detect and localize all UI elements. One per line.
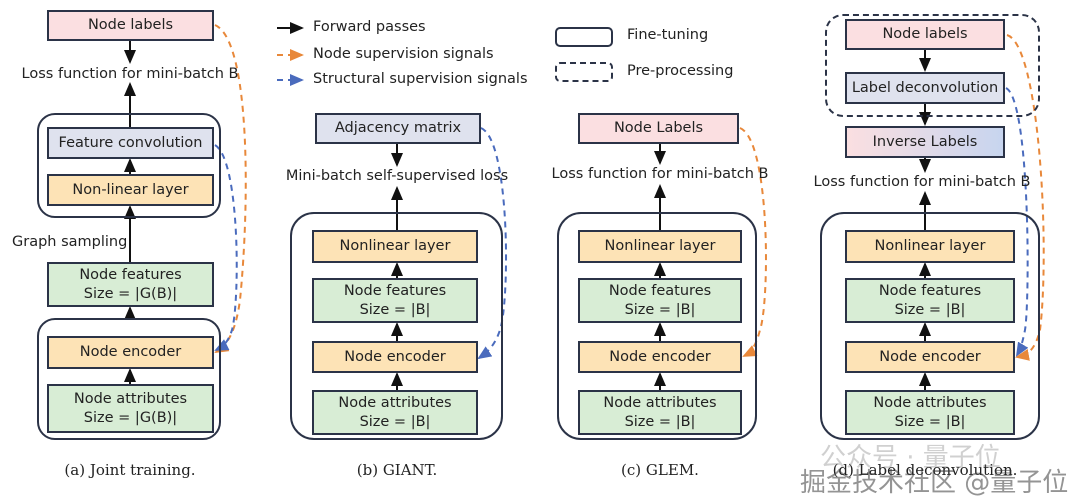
nonlinear-layer-box: Nonlinear layer <box>312 230 478 263</box>
fine-tuning-container <box>290 212 503 440</box>
node-features-size: Size = |B| <box>624 301 696 318</box>
node-attributes-label: Node attributes <box>873 394 987 411</box>
watermark-line1: 公众号 · 量子位 <box>820 443 1001 473</box>
node-features-label: Node features <box>343 282 447 299</box>
node-features-label: Node features <box>79 266 182 283</box>
node-features-size: Size = |G(B)| <box>83 285 178 302</box>
nonlinear-layer-box: Non-linear layer <box>47 174 214 206</box>
loss-label: Mini-batch self-supervised loss <box>285 168 509 184</box>
node-attributes-label: Node attributes <box>603 394 717 411</box>
node-encoder-box: Node encoder <box>845 341 1015 373</box>
caption-c: (c) GLEM. <box>621 461 699 479</box>
node-labels-box: Node Labels <box>578 113 739 144</box>
pre-processing-container <box>825 14 1040 117</box>
node-attributes-size: Size = |B| <box>624 413 696 430</box>
legend-fine-tuning-swatch <box>555 27 613 47</box>
legend-forward-label: Forward passes <box>313 19 426 35</box>
fine-tuning-container <box>37 113 221 218</box>
loss-label: Loss function for mini-batch B <box>21 66 239 82</box>
node-attributes-size: Size = |G(B)| <box>83 409 178 426</box>
label-deconvolution-box: Label deconvolution <box>845 72 1005 104</box>
node-features-size: Size = |B| <box>894 301 966 318</box>
node-labels-box: Node labels <box>47 10 214 41</box>
adjacency-matrix-box: Adjacency matrix <box>315 113 481 144</box>
fine-tuning-container <box>557 212 757 440</box>
legend-pre-processing-swatch <box>555 62 613 82</box>
legend-node-label: Node supervision signals <box>313 46 494 62</box>
node-labels-box: Node labels <box>845 19 1005 50</box>
node-attributes-size: Size = |B| <box>359 413 431 430</box>
legend-pre-processing-label: Pre-processing <box>627 63 734 79</box>
node-attributes-label: Node attributes <box>338 394 452 411</box>
legend-fine-tuning-label: Fine-tuning <box>627 27 709 43</box>
loss-label: Loss function for mini-batch B <box>551 166 769 182</box>
node-encoder-box: Node encoder <box>47 336 214 369</box>
inverse-labels-box: Inverse Labels <box>845 126 1005 158</box>
node-supervision-curve <box>214 24 247 354</box>
loss-label: Loss function for mini-batch B <box>813 174 1031 190</box>
nonlinear-layer-box: Nonlinear layer <box>578 230 742 263</box>
node-attributes-size: Size = |B| <box>894 413 966 430</box>
feature-convolution-box: Feature convolution <box>47 127 214 159</box>
caption-d: (d) Label deconvolution. <box>832 461 1018 479</box>
structural-supervision-curve <box>477 127 507 360</box>
fine-tuning-container <box>820 212 1040 440</box>
node-supervision-curve <box>739 127 767 357</box>
graph-sampling-label: Graph sampling <box>12 234 128 250</box>
node-encoder-box: Node encoder <box>578 341 742 373</box>
node-encoder-box: Node encoder <box>312 341 478 373</box>
caption-a: (a) Joint training. <box>64 461 196 479</box>
nonlinear-layer-box: Nonlinear layer <box>845 230 1015 263</box>
caption-b: (b) GIANT. <box>356 461 438 479</box>
watermark-line2: 掘金技术社区 @量子位 <box>800 468 1069 498</box>
structural-supervision-curve <box>214 144 238 351</box>
legend-struct-label: Structural supervision signals <box>313 71 528 87</box>
fine-tuning-container <box>37 318 221 440</box>
node-supervision-curve <box>1006 34 1045 361</box>
node-features-label: Node features <box>608 282 712 299</box>
node-features-size: Size = |B| <box>359 301 431 318</box>
node-features-label: Node features <box>878 282 982 299</box>
node-attributes-label: Node attributes <box>73 390 188 407</box>
structural-supervision-curve <box>1005 87 1029 357</box>
